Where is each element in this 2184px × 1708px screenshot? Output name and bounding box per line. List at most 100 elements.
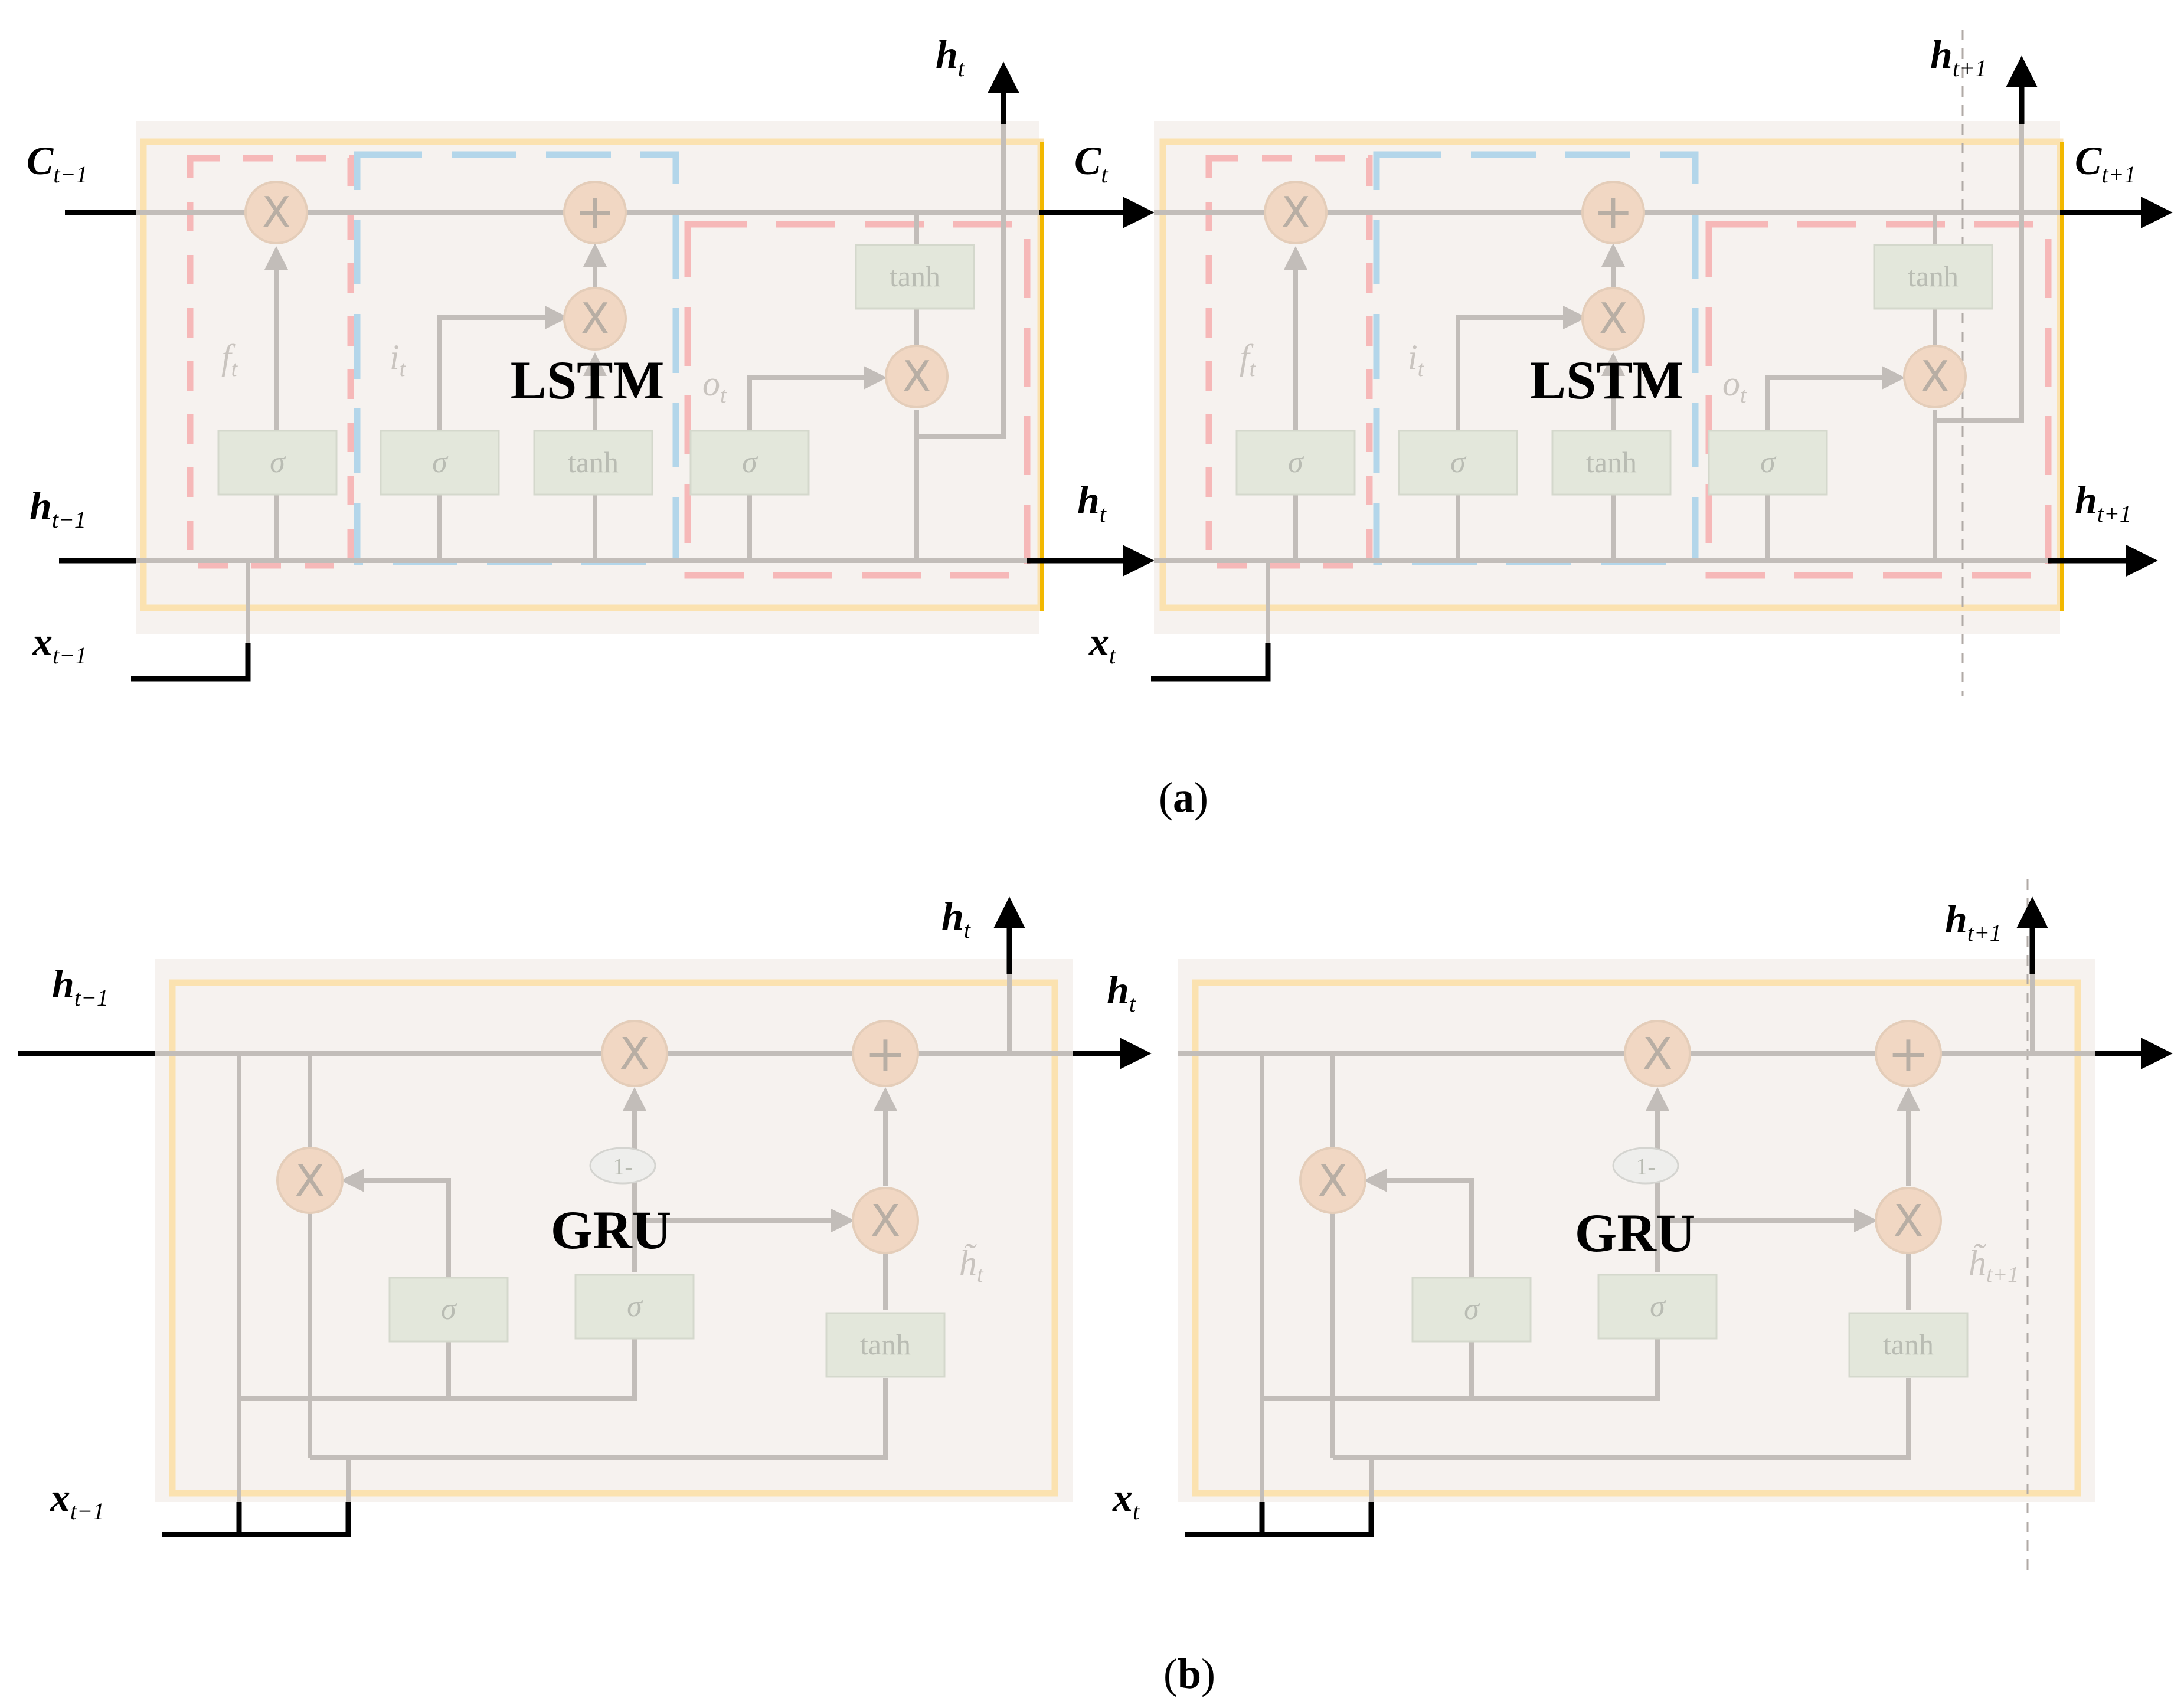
candidate-multiply-op: X	[1875, 1187, 1942, 1254]
svg-text:1-: 1-	[613, 1153, 632, 1180]
multiply-symbol: X	[295, 1156, 325, 1206]
gru-label: GRU	[551, 1200, 671, 1260]
cell-border	[1192, 979, 2081, 1497]
label-h-out: ht	[1077, 477, 1107, 527]
label-h-in: ht−1	[30, 483, 86, 533]
hidden-add-op: +	[1875, 1020, 1942, 1087]
lstm-cell-1: X + X X σ σ	[27, 32, 1155, 682]
input-sigma-block: σ	[380, 430, 500, 496]
svg-text:σ: σ	[441, 1293, 457, 1326]
label-x-in: xt−1	[50, 1475, 104, 1524]
candidate-label: h̃t	[959, 1244, 984, 1287]
svg-text:tanh: tanh	[890, 260, 940, 293]
multiply-symbol: X	[1894, 1196, 1924, 1246]
svg-text:σ: σ	[1288, 446, 1304, 479]
bottom-bus-1	[1262, 1337, 1660, 1401]
output-sigma-block: σ	[689, 430, 810, 496]
svg-text:tanh: tanh	[1908, 260, 1959, 293]
input-multiply-op: X	[563, 287, 627, 351]
bottom-bus-2	[310, 1378, 888, 1460]
label-x-in: xt	[1088, 619, 1116, 669]
label-h-top: ht	[936, 32, 965, 81]
svg-text:σ: σ	[270, 446, 286, 479]
candidate-label: h̃t+1	[1969, 1244, 2019, 1287]
multiply-symbol: X	[1920, 352, 1949, 401]
multiply-symbol: X	[902, 352, 931, 401]
svg-text:σ: σ	[742, 446, 758, 479]
forget-multiply-op: X	[244, 181, 308, 244]
hidden-up-wire	[1935, 124, 2024, 423]
svg-text:tanh: tanh	[1883, 1328, 1934, 1361]
cell-add-op: +	[563, 181, 627, 244]
label-h-out: ht+1	[2075, 477, 2131, 527]
lstm-label: LSTM	[511, 350, 665, 410]
svg-text:σ: σ	[432, 446, 449, 479]
svg-text:tanh: tanh	[860, 1328, 911, 1361]
candidate-tanh-block: tanh	[1848, 1312, 1969, 1378]
multiply-symbol: X	[580, 294, 609, 343]
input-sigma-block: σ	[1398, 430, 1518, 496]
gru-label: GRU	[1575, 1203, 1695, 1263]
multiply-symbol: X	[1598, 294, 1627, 343]
multiply-symbol: X	[871, 1196, 901, 1246]
input-multiply-op: X	[1581, 287, 1645, 351]
label-h-in: ht−1	[52, 961, 109, 1011]
add-symbol: +	[865, 1025, 906, 1082]
label-c-in: Ct−1	[27, 138, 87, 188]
candidate-tanh-block: tanh	[533, 430, 653, 496]
svg-text:σ: σ	[1650, 1290, 1666, 1323]
one-minus-op: 1-	[1612, 1147, 1679, 1185]
label-h-in: ht	[1107, 967, 1136, 1017]
gru-cell-2: X X + X 1- σ	[1107, 879, 2173, 1576]
caption-a: (a)	[1159, 774, 1208, 821]
output-multiply-op: X	[885, 345, 949, 408]
output-wire	[1765, 366, 1905, 561]
label-h-top: ht+1	[1930, 32, 1987, 81]
output-tanh-block: tanh	[855, 244, 975, 310]
cell-border	[169, 979, 1058, 1497]
svg-text:tanh: tanh	[1586, 446, 1637, 479]
svg-text:tanh: tanh	[568, 446, 619, 479]
hidden-multiply-op: X	[601, 1020, 668, 1087]
candidate-tanh-block: tanh	[1551, 430, 1672, 496]
svg-text:σ: σ	[627, 1290, 643, 1323]
svg-text:1-: 1-	[1636, 1153, 1655, 1180]
reset-multiply-op: X	[276, 1147, 344, 1214]
svg-text:σ: σ	[1464, 1293, 1480, 1326]
multiply-symbol: X	[1318, 1156, 1348, 1206]
update-sigma-block: σ	[1597, 1274, 1718, 1340]
svg-text:σ: σ	[1760, 446, 1777, 479]
bottom-bus-2	[1333, 1378, 1911, 1460]
output-tanh-block: tanh	[1873, 244, 1993, 310]
label-x-in: xt−1	[32, 619, 87, 669]
label-x-in: xt	[1112, 1475, 1140, 1524]
lstm-cell-2: X + X X σ σ t	[1088, 30, 2173, 696]
label-c-out: Ct	[1074, 138, 1108, 188]
x-input-line	[162, 1502, 351, 1537]
lstm-label: LSTM	[1530, 350, 1684, 410]
multiply-symbol: X	[620, 1029, 650, 1079]
add-symbol: +	[575, 184, 616, 240]
panel-a: X + X X σ σ	[27, 30, 2173, 821]
hidden-up-wire	[917, 124, 1006, 439]
cell-add-op: +	[1581, 181, 1645, 244]
x-input-line	[1151, 643, 1271, 682]
output-gate-region	[684, 221, 1031, 579]
update-sigma-block: σ	[574, 1274, 695, 1340]
hidden-multiply-op: X	[1624, 1020, 1691, 1087]
reset-sigma-block: σ	[388, 1277, 509, 1343]
gate-label-o: ot	[1722, 364, 1747, 408]
output-sigma-block: σ	[1708, 430, 1828, 496]
forget-gate-region	[187, 155, 354, 569]
candidate-tanh-block: tanh	[825, 1312, 946, 1378]
add-symbol: +	[1888, 1025, 1929, 1082]
gate-label-o: ot	[702, 364, 727, 408]
reset-multiply-op: X	[1299, 1147, 1366, 1214]
forget-multiply-op: X	[1264, 181, 1328, 244]
multiply-symbol: X	[261, 188, 290, 237]
output-wire	[747, 366, 887, 561]
panel-b: X X + X 1- σ	[18, 879, 2173, 1697]
candidate-multiply-op: X	[852, 1187, 919, 1254]
label-c-out: Ct+1	[2075, 138, 2136, 188]
